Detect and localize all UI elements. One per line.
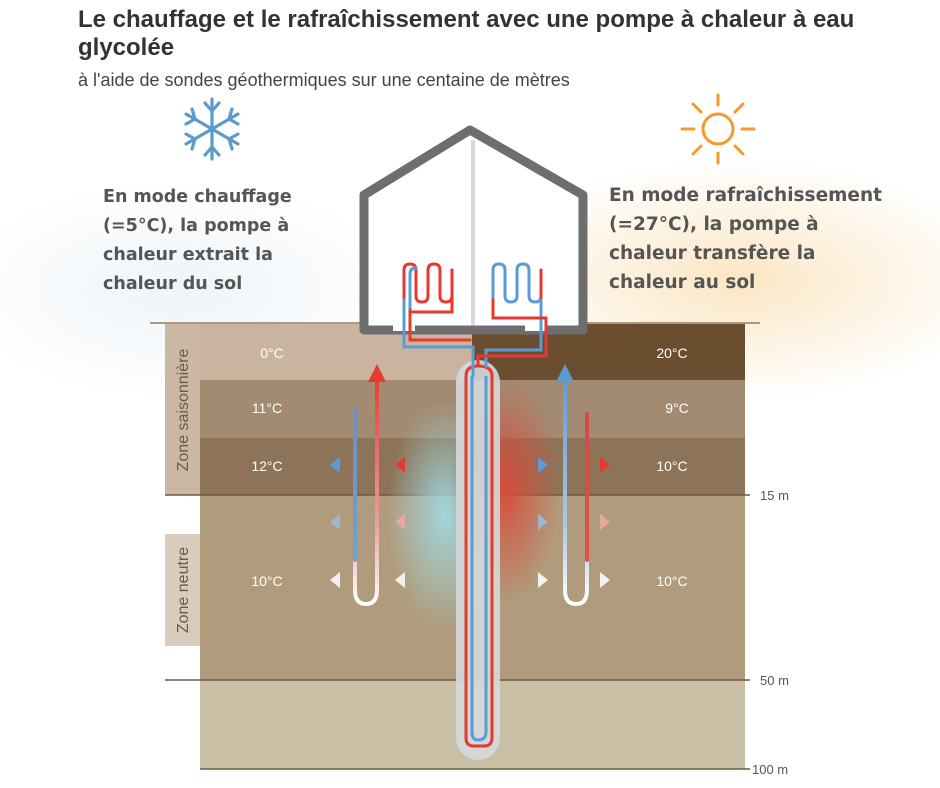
zone-label-seasonal: Zone saisonnière bbox=[175, 349, 192, 472]
cooling-mode-line-4: chaleur au sol bbox=[609, 272, 756, 293]
depth-label-50m: 50 m bbox=[760, 673, 789, 688]
floor-heating-coil bbox=[402, 262, 454, 312]
arrow-right-red-1 bbox=[600, 457, 610, 473]
heating-mode-line-4: chaleur du sol bbox=[103, 274, 243, 294]
temp-right-1: 9°C bbox=[665, 400, 689, 416]
cooling-mode-line-1: En mode rafraîchissement bbox=[609, 185, 882, 206]
temp-left-1: 11°C bbox=[252, 400, 282, 416]
temp-right-2: 10°C bbox=[656, 458, 687, 474]
depth-label-100m: 100 m bbox=[752, 762, 788, 777]
cooling-flow-loop bbox=[556, 364, 589, 607]
temp-right-0: 20°C bbox=[656, 345, 687, 361]
cooling-mode-line-2: (=27°C), la pompe à bbox=[609, 214, 819, 235]
arrow-left-blue-1 bbox=[330, 457, 340, 473]
arrow-left-4 bbox=[395, 572, 405, 588]
heating-flow-loop bbox=[353, 364, 386, 607]
arrow-right-blue-1 bbox=[538, 457, 548, 473]
temp-right-3: 10°C bbox=[656, 573, 687, 589]
heating-mode-line-2: (=5°C), la pompe à bbox=[103, 216, 290, 236]
temp-left-0: 0°C bbox=[260, 345, 284, 361]
heating-mode-text: En mode chauffage (=5°C), la pompe à cha… bbox=[103, 183, 343, 299]
depth-label-15m: 15 m bbox=[760, 488, 789, 503]
page-title: Le chauffage et le rafraîchissement avec… bbox=[78, 6, 855, 61]
temp-left-2: 12°C bbox=[251, 458, 282, 474]
house bbox=[359, 125, 588, 335]
zone-band-seasonal bbox=[165, 324, 200, 495]
arrow-right-blue-2 bbox=[538, 514, 548, 530]
heating-mode-line-1: En mode chauffage bbox=[103, 187, 292, 207]
connection-pipes bbox=[402, 268, 548, 378]
snowflake-icon bbox=[184, 97, 240, 161]
zone-label-neutral: Zone neutre bbox=[175, 547, 192, 633]
arrow-right-3 bbox=[538, 572, 548, 588]
floor-cooling-coil bbox=[491, 262, 543, 304]
sun-icon bbox=[680, 93, 756, 165]
arrow-left-blue-2 bbox=[330, 514, 340, 530]
arrow-left-3 bbox=[330, 572, 340, 588]
temp-left-3: 10°C bbox=[251, 573, 282, 589]
arrow-right-red-2 bbox=[600, 514, 610, 530]
geothermal-probe bbox=[456, 360, 500, 760]
heating-mode-line-3: chaleur extrait la bbox=[103, 245, 273, 265]
page-subtitle: à l'aide de sondes géothermiques sur une… bbox=[78, 70, 570, 90]
arrow-left-red-2 bbox=[395, 514, 405, 530]
heat-flow-arrows bbox=[330, 457, 610, 588]
cooling-mode-text: En mode rafraîchissement (=27°C), la pom… bbox=[609, 181, 909, 297]
arrow-right-4 bbox=[600, 572, 610, 588]
arrow-left-red-1 bbox=[395, 457, 405, 473]
cooling-mode-line-3: chaleur transfère la bbox=[609, 243, 816, 264]
zone-band-neutral bbox=[165, 534, 200, 646]
